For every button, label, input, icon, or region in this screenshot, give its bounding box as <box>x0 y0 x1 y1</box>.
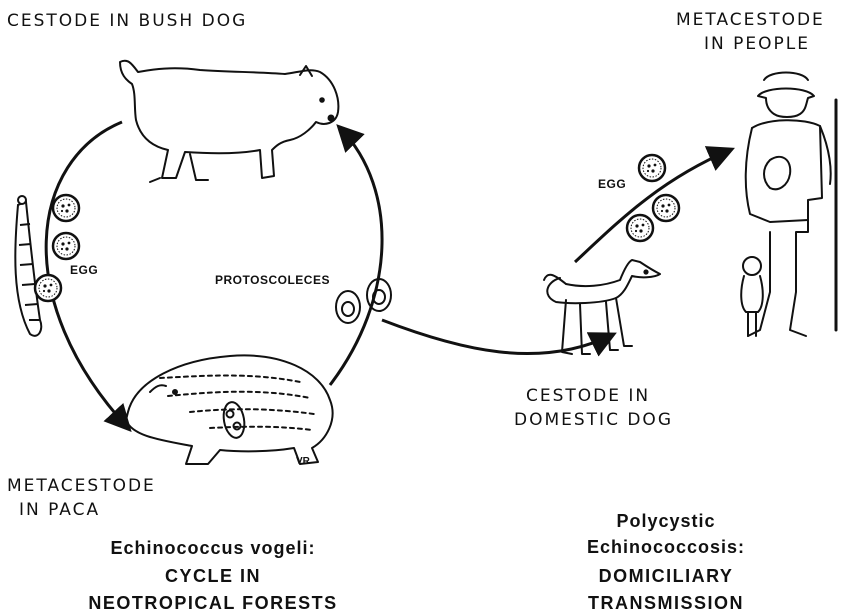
egg-icon <box>639 155 665 181</box>
caption-right-line1: Polycystic <box>556 511 776 532</box>
label-metacestode-people-line1: METACESTODE <box>676 11 825 31</box>
label-cestode-in-bush-dog: CESTODE IN BUSH DOG <box>7 12 247 32</box>
caption-right-line3: DOMICILIARY <box>556 566 776 587</box>
caption-left-line2: NEOTROPICAL FORESTS <box>48 593 378 614</box>
label-egg-right: EGG <box>598 178 626 192</box>
egg-icon <box>653 195 679 221</box>
protoscoleces-cysts <box>336 279 391 323</box>
label-metacestode-people-line2: IN PEOPLE <box>704 35 810 55</box>
label-cestode-domestic-line1: CESTODE IN <box>526 387 650 407</box>
egg-icon <box>53 233 79 259</box>
arrow-protoscoleces-to-domestic-dog <box>382 320 612 354</box>
tapeworm-illustration <box>15 196 41 336</box>
label-metacestode-paca-line2: IN PACA <box>19 501 100 521</box>
egg-icon <box>35 275 61 301</box>
label-cestode-domestic-line2: DOMESTIC DOG <box>514 411 673 431</box>
label-egg-left: EGG <box>70 264 98 278</box>
caption-right-line4: TRANSMISSION <box>556 593 776 614</box>
bush-dog-illustration <box>120 61 338 182</box>
paca-illustration <box>126 355 333 464</box>
label-protoscoleces: PROTOSCOLECES <box>215 274 330 288</box>
label-metacestode-paca-line1: METACESTODE <box>7 477 156 497</box>
egg-icon <box>53 195 79 221</box>
egg-icon <box>627 215 653 241</box>
caption-left-line1: CYCLE IN <box>68 566 358 587</box>
caption-right-line2: Echinococcosis: <box>556 537 776 558</box>
caption-left-species: Echinococcus vogeli: <box>68 538 358 559</box>
people-illustration <box>741 73 836 337</box>
artist-signature: VR <box>296 456 311 467</box>
arrow-paca-to-bushdog <box>330 128 382 385</box>
